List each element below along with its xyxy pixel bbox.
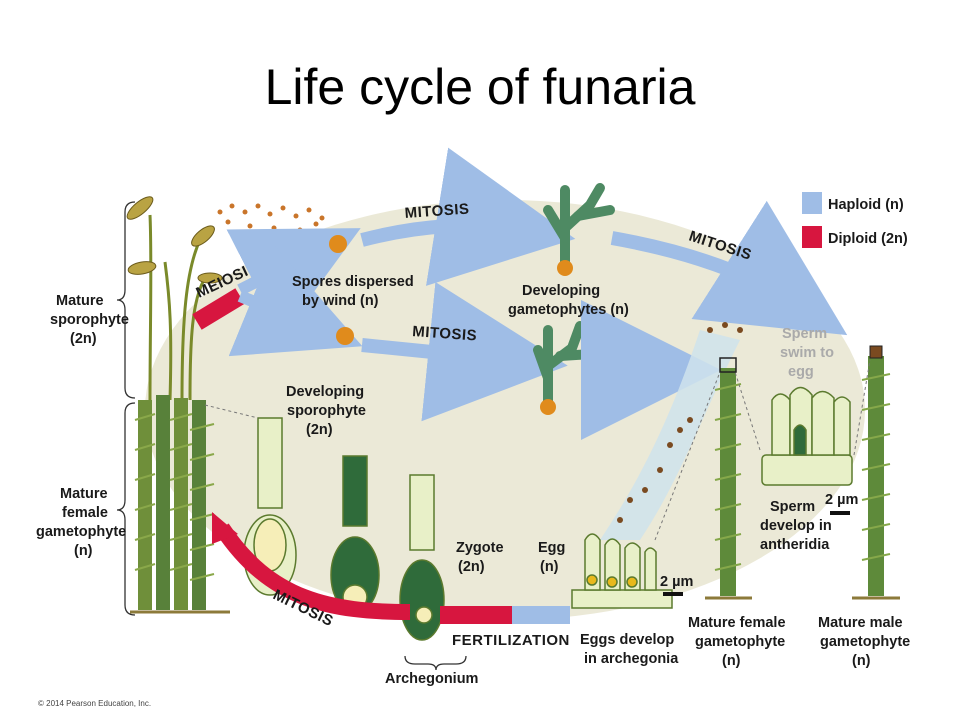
archegonium-label: Archegonium xyxy=(385,671,478,687)
archegonium-mid xyxy=(330,455,380,614)
sperm-swim-label: Sperm swim to egg xyxy=(780,326,838,380)
legend: Haploid (n) Diploid (2n) xyxy=(802,192,908,248)
mitosis-mid-arrow xyxy=(361,281,568,422)
mature-sporophyte-plants xyxy=(148,214,207,401)
fertilization-diploid-bar xyxy=(440,606,512,624)
haploid-swatch xyxy=(802,192,822,214)
copyright-text: © 2014 Pearson Education, Inc. xyxy=(38,699,151,708)
mitosis-right-arrow xyxy=(610,200,848,336)
scale-bar-left xyxy=(663,592,683,596)
fertilization-haploid-bar xyxy=(512,606,570,624)
developing-gametophyte-bottom xyxy=(533,321,597,407)
sperm-swim-path xyxy=(600,330,740,540)
egg-label: Egg (n) xyxy=(538,540,569,575)
mature-male-gametophyte-label: Mature male gametophyte (n) xyxy=(818,615,914,669)
spores-label: Spores dispersed by wind (n) xyxy=(292,274,418,309)
slide-title: Life cycle of funaria xyxy=(264,59,696,115)
mitosis-top-arrow xyxy=(360,147,576,286)
scale-right-label: 2 µm xyxy=(825,492,858,508)
diploid-label: Diploid (2n) xyxy=(828,231,908,247)
eggs-archegonia-label: Eggs develop in archegonia xyxy=(580,632,679,667)
mitosis-mid-label: MITOSIS xyxy=(412,323,478,344)
sperm-antheridia-label: Sperm develop in antheridia xyxy=(760,499,836,553)
developing-gametophyte-top xyxy=(543,183,615,267)
diploid-swatch xyxy=(802,226,822,248)
scale-left-label: 2 µm xyxy=(660,574,693,590)
mature-female-gametophyte-right-label: Mature female gametophyte (n) xyxy=(688,615,790,669)
mature-female-gametophyte-left-label: Mature female gametophyte (n) xyxy=(36,486,130,559)
fertilization-label: FERTILIZATION xyxy=(452,632,570,649)
developing-gametophytes-label: Developing gametophytes (n) xyxy=(508,283,629,318)
mitosis-bottom-arrowhead xyxy=(212,512,238,544)
swimming-sperm xyxy=(617,322,743,523)
archegonium-right xyxy=(399,474,445,641)
developing-sporophyte-label: Developing sporophyte (2n) xyxy=(286,384,370,438)
leader-lines xyxy=(204,359,871,541)
meiosis-to-spore-bottom-arrow xyxy=(228,245,363,357)
left-gametophyte-cluster xyxy=(130,395,230,614)
developing-gametophyte-top-spore xyxy=(557,260,573,276)
archegonium-brace xyxy=(404,655,467,671)
mature-male-gametophyte xyxy=(852,345,900,600)
left-braces xyxy=(116,201,136,616)
spore-bottom xyxy=(336,327,354,345)
antheridia xyxy=(761,386,853,486)
developing-gametophyte-bottom-spore xyxy=(540,399,556,415)
mature-sporophyte-label: Mature sporophyte (2n) xyxy=(50,293,133,347)
sporophyte-capsules xyxy=(126,196,223,284)
zygote-label: Zygote (2n) xyxy=(456,540,508,575)
mitosis-top-label: MITOSIS xyxy=(404,201,470,222)
scale-bar-right xyxy=(830,511,850,515)
spore-top xyxy=(329,235,347,253)
mitosis-bottom-arrow xyxy=(215,523,411,620)
haploid-label: Haploid (n) xyxy=(828,197,904,213)
archegonia-cluster xyxy=(571,533,673,609)
mature-female-gametophyte-right xyxy=(705,357,752,600)
